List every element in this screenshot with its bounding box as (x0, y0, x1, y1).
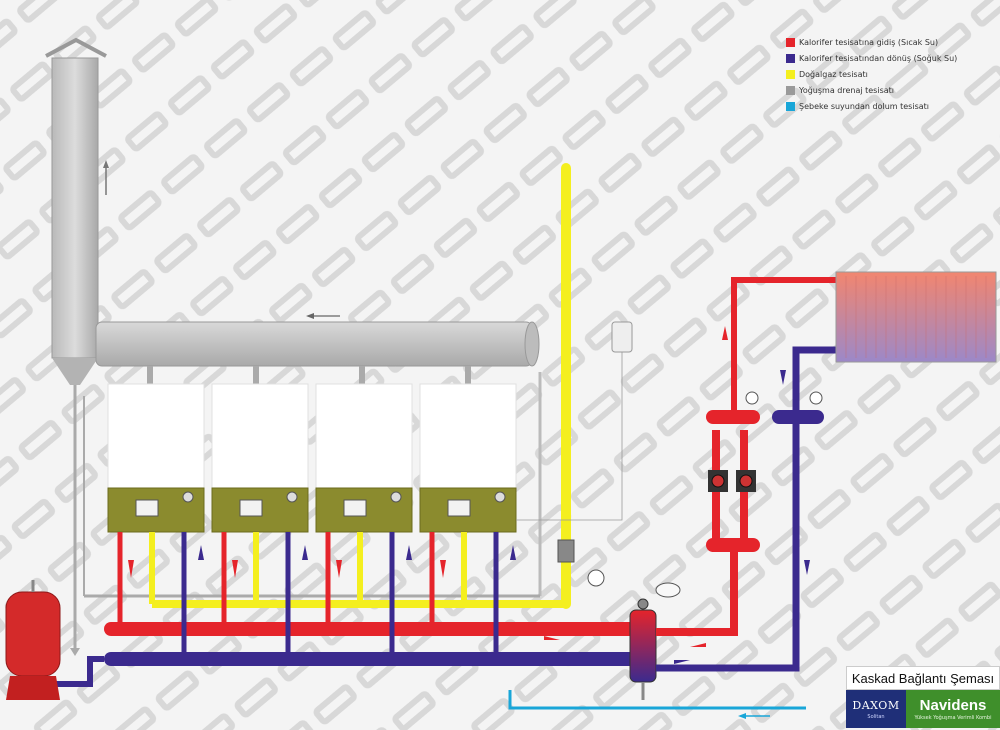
radiator (835, 271, 997, 363)
diagram-title-box: Kaskad Bağlantı Şeması (846, 666, 1000, 690)
legend-label-hot: Kalorifer tesisatına gidiş (Sıcak Su) (799, 37, 939, 47)
cold-return (656, 346, 836, 672)
controller-box (516, 321, 633, 521)
hot-supply (656, 277, 836, 636)
legend-item-hot: Kalorifer tesisatına gidiş (Sıcak Su) (786, 34, 996, 50)
legend-label-fill: Şebeke suyundan dolum tesisatı (799, 101, 929, 111)
hydraulic-separator (629, 582, 681, 700)
legend-swatch-fill (786, 101, 795, 111)
gas-gauge-icon (587, 569, 605, 587)
diagram-title: Kaskad Bağlantı Şeması (851, 670, 995, 686)
boiler-1 (107, 383, 205, 533)
legend-swatch-hot (786, 37, 795, 47)
daxom-sub: Solitan (867, 713, 885, 720)
navidens-name: Navidens (919, 697, 987, 714)
cold-header (40, 532, 644, 687)
legend-item-cold: Kalorifer tesisatından dönüş (Soğuk Su) (786, 50, 996, 66)
drain-arrow-icon (70, 648, 80, 656)
legend-swatch-condensate (786, 85, 795, 95)
legend-swatch-cold (786, 53, 795, 63)
navidens-sub: Yüksek Yoğuşma Verimli Kombi (914, 715, 992, 721)
gas-valve-icon (557, 539, 575, 563)
legend-label-cold: Kalorifer tesisatından dönüş (Soğuk Su) (799, 53, 958, 63)
separator-gauge-icon (655, 582, 681, 598)
hot-header (104, 532, 644, 636)
flue-collector (95, 313, 542, 596)
daxom-logo: DAXOM Solitan (846, 690, 906, 728)
legend-swatch-gas (786, 69, 795, 79)
boiler-3 (315, 383, 413, 533)
expansion-tank (5, 580, 61, 700)
daxom-name: DAXOM (852, 698, 900, 712)
legend-label-condensate: Yoğuşma drenaj tesisatı (799, 85, 895, 95)
legend-item-fill: Şebeke suyundan dolum tesisatı (786, 98, 996, 114)
legend-item-condensate: Yoğuşma drenaj tesisatı (786, 82, 996, 98)
boiler-2 (211, 383, 309, 533)
legend: Kalorifer tesisatına gidiş (Sıcak Su) Ka… (786, 34, 996, 114)
chimney (45, 37, 109, 656)
fill-water-line (508, 690, 806, 719)
legend-item-gas: Doğalgaz tesisatı (786, 66, 996, 82)
navidens-logo: Navidens Yüksek Yoğuşma Verimli Kombi (906, 690, 1000, 728)
legend-label-gas: Doğalgaz tesisatı (799, 69, 868, 79)
boiler-4 (419, 383, 517, 533)
